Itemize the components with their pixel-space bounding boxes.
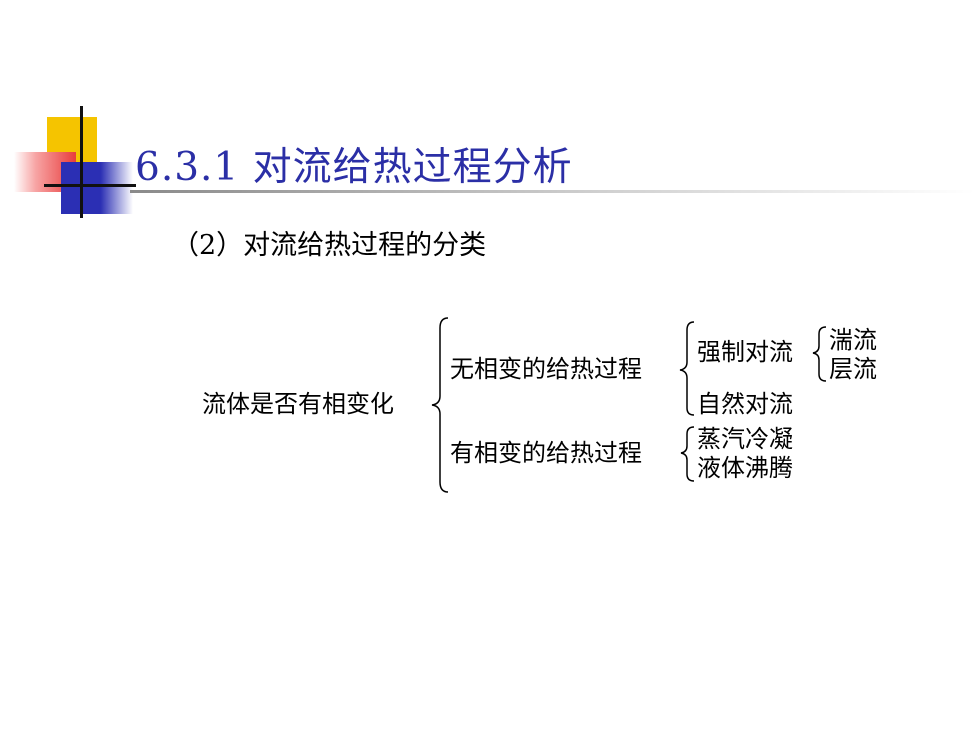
slide-title: 6.3.1 对流给热过程分析: [135, 145, 573, 190]
brace-root: [431, 317, 449, 493]
no-phase-change-label: 无相变的给热过程: [450, 355, 642, 383]
liquid-boiling-label: 液体沸腾: [697, 454, 793, 482]
vapor-condensation-label: 蒸汽冷凝: [697, 425, 793, 453]
brace-phase-change: [680, 426, 695, 482]
logo-horizontal-line: [44, 184, 136, 187]
turbulent-flow-label: 湍流: [829, 326, 877, 354]
title-underline: [130, 190, 975, 193]
laminar-flow-label: 层流: [829, 355, 877, 383]
phase-change-label: 有相变的给热过程: [450, 439, 642, 467]
logo-blue-square: [61, 162, 133, 214]
brace-no-phase-change: [679, 321, 695, 416]
root-label: 流体是否有相变化: [202, 390, 394, 418]
natural-convection-label: 自然对流: [697, 390, 793, 418]
logo-vertical-line: [80, 106, 83, 218]
brace-forced: [812, 326, 827, 382]
slide-subtitle: （2）对流给热过程的分类: [172, 230, 487, 261]
forced-convection-label: 强制对流: [697, 338, 793, 366]
